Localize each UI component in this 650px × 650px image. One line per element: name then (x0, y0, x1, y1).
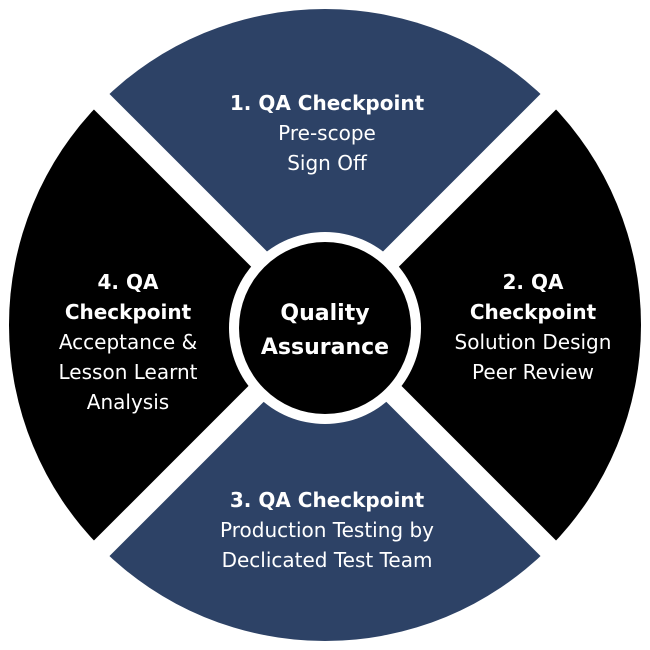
segment-right-label-line: Peer Review (472, 360, 594, 384)
segment-top-label-line: 1. QA Checkpoint (230, 91, 425, 115)
segment-bottom (101, 325, 549, 642)
segment-bottom-label-line: Declicated Test Team (222, 548, 433, 572)
segment-left-label-line: Checkpoint (65, 300, 192, 324)
segment-right-label-line: Solution Design (455, 330, 612, 354)
segment-top-label-line: Pre-scope (278, 121, 376, 145)
segment-left (8, 101, 325, 549)
segment-right-label-line: 2. QA (503, 270, 564, 294)
segment-left-label-line: Lesson Learnt (59, 360, 198, 384)
segment-top-label-line: Sign Off (287, 151, 368, 175)
segment-right (325, 101, 642, 549)
segment-bottom-label-line: Production Testing by (220, 518, 434, 542)
center-label-line: Assurance (261, 335, 389, 360)
segment-top (101, 8, 549, 325)
segment-right-label-line: Checkpoint (470, 300, 597, 324)
center-label-line: Quality (280, 301, 369, 326)
segment-bottom-label-line: 3. QA Checkpoint (230, 488, 425, 512)
center-circle (239, 242, 411, 414)
segment-left-label-line: Acceptance & (59, 330, 197, 354)
segment-left-label-line: 4. QA (98, 270, 159, 294)
segment-left-label-line: Analysis (87, 390, 169, 414)
